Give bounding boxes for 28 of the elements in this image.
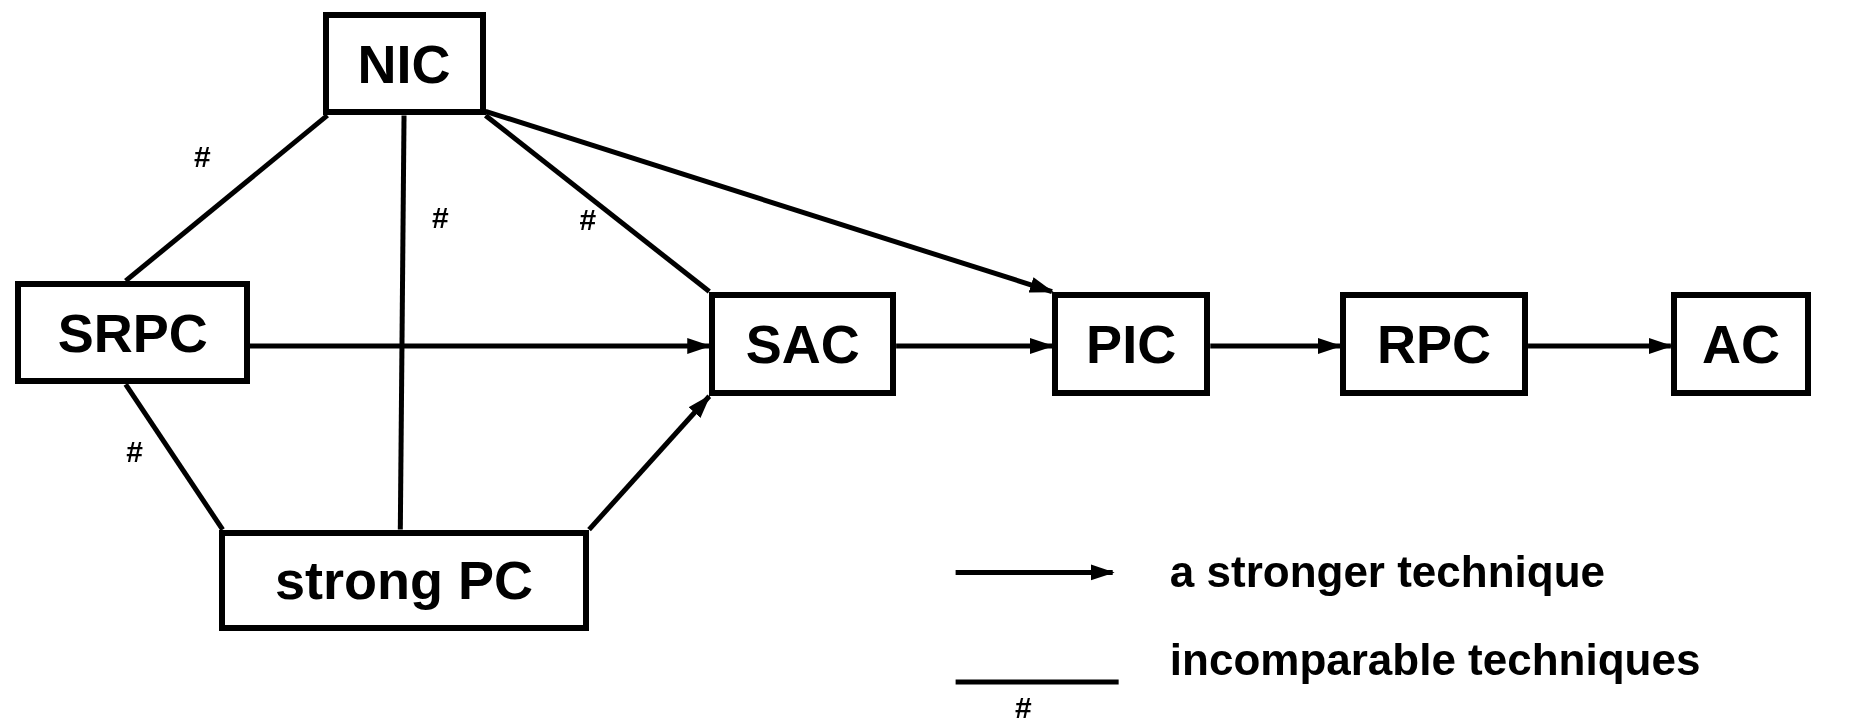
arrow [896, 338, 1054, 354]
legend-text: incomparable techniques [1169, 638, 1701, 683]
process-box [322, 11, 486, 116]
connector-line [123, 383, 225, 531]
connector-line [124, 113, 329, 283]
connector-line [484, 113, 711, 294]
process-box [709, 291, 897, 397]
process-box [1340, 291, 1528, 397]
node-label: NIC [357, 36, 451, 91]
node-label: PIC [1086, 316, 1177, 371]
connector-line [397, 115, 407, 530]
edge-label: # [126, 437, 143, 468]
legend-text: a stronger technique [1169, 550, 1605, 595]
process-box [218, 529, 590, 631]
node-label: SRPC [57, 305, 208, 360]
edge-label: # [193, 142, 211, 173]
edge-label: # [431, 202, 449, 233]
node-label: SAC [745, 316, 860, 371]
arrow [587, 394, 712, 532]
node-label: strong PC [275, 553, 533, 608]
process-box [15, 280, 250, 385]
legend-symbol: # [1015, 693, 1032, 724]
process-box [1052, 291, 1211, 397]
arrow [484, 108, 1054, 294]
node-label: AC [1702, 316, 1781, 371]
edge-label: # [579, 205, 597, 236]
process-box [1670, 291, 1812, 397]
node-label: RPC [1377, 316, 1491, 371]
